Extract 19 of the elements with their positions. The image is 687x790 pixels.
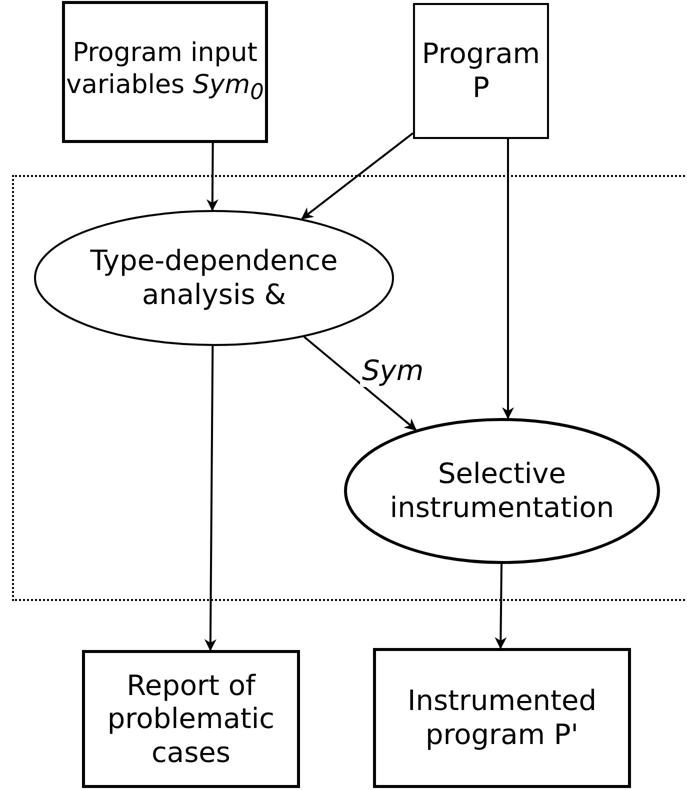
arrow	[502, 139, 514, 420]
arrow	[304, 336, 417, 431]
arrow	[204, 346, 216, 652]
arrow	[206, 143, 218, 212]
instrumentation-ellipse	[344, 418, 660, 564]
analysis-ellipse	[34, 210, 394, 346]
node-label: Selective instrumentation	[388, 457, 616, 525]
node-label: Report of problematic cases	[106, 668, 276, 770]
input-box	[62, 1, 268, 143]
node-label: Instrumented program P'	[406, 684, 598, 752]
arrow	[494, 564, 507, 650]
program-box	[413, 3, 549, 139]
arrow	[301, 132, 414, 220]
node-label: Program P	[420, 37, 542, 105]
node-label: Program input variables Sym$_{0}$	[65, 38, 265, 106]
report-box	[82, 650, 300, 788]
dotted-region	[12, 175, 687, 601]
output-box	[373, 648, 631, 788]
node-label: Type-dependence analysis &	[89, 244, 339, 312]
